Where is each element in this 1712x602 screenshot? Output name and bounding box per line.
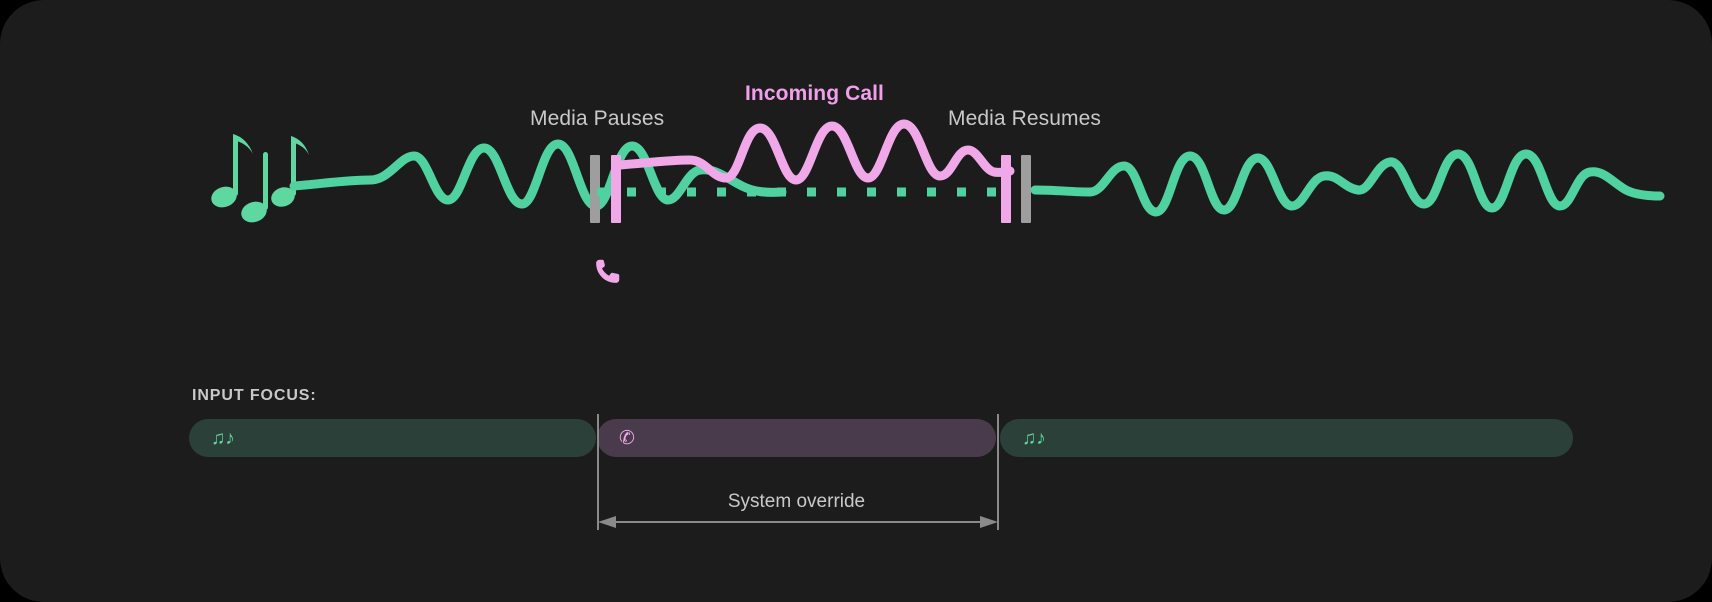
call-waveform (615, 119, 1015, 185)
focus-bar-media-after[interactable]: ♫♪ (1000, 419, 1573, 457)
audio-timeline (211, 119, 1665, 283)
system-override-label: System override (727, 491, 866, 512)
input-focus-section: INPUT FOCUS: ♫♪ ✆ ♫♪ System override (0, 378, 1712, 602)
label-media-pauses: Media Pauses (530, 107, 665, 130)
resume-marker-gray (1021, 155, 1031, 223)
override-arrow-right (980, 516, 998, 528)
resume-marker-pink (1001, 155, 1011, 223)
focus-bar-call[interactable]: ✆ (597, 419, 996, 457)
music-notes-icon: ♫♪ (1022, 427, 1046, 449)
override-arrow-left (598, 516, 616, 528)
music-notes-icon (211, 134, 309, 223)
phone-icon (596, 259, 620, 283)
phone-icon: ✆ (619, 427, 635, 449)
media-waveform-right (1030, 149, 1665, 217)
input-focus-title: INPUT FOCUS: (192, 387, 317, 404)
media-waveform-left (289, 139, 787, 211)
focus-bar-media-before[interactable]: ♫♪ (189, 419, 596, 457)
pause-marker-gray (590, 155, 600, 223)
system-override-bracket (597, 414, 999, 530)
label-media-resumes: Media Resumes (948, 107, 1102, 130)
pause-marker-pink (611, 155, 621, 223)
music-notes-icon: ♫♪ (211, 427, 235, 449)
label-incoming-call: Incoming Call (745, 82, 884, 105)
